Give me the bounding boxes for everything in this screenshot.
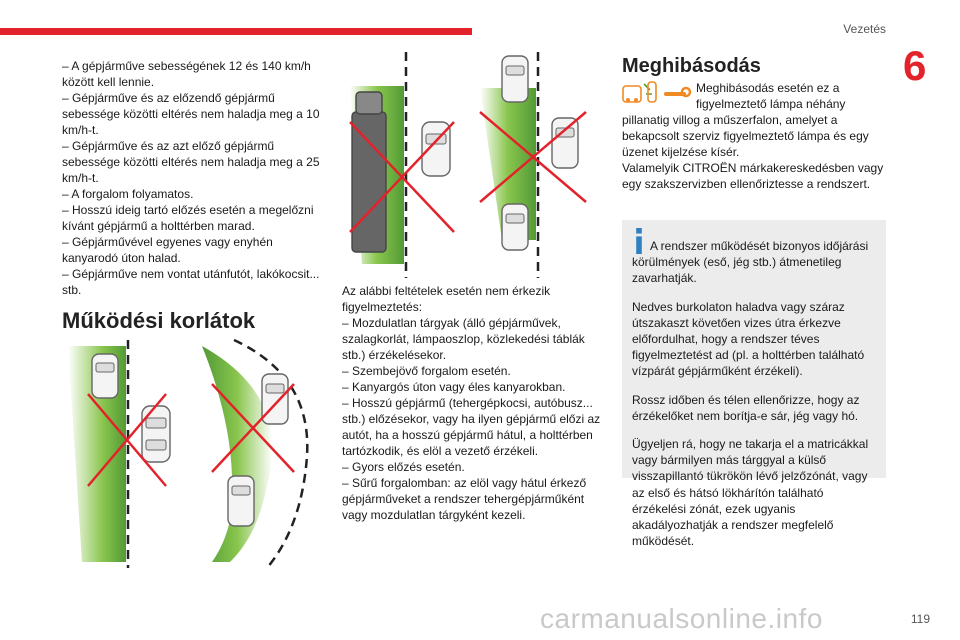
dense-traffic-scenario xyxy=(479,52,587,278)
limits-illustration-right xyxy=(349,52,587,278)
chapter-number: 6 xyxy=(903,42,927,89)
cross-icon xyxy=(349,121,455,233)
note-body: Nedves burkolaton haladva vagy száraz út… xyxy=(632,299,865,379)
cross-icon xyxy=(87,393,167,487)
list-item: – Szembejövő forgalom esetén. xyxy=(342,364,511,378)
list-item: – A forgalom folyamatos. xyxy=(62,187,194,201)
list-intro: Az alábbi feltételek esetén nem érkezik … xyxy=(342,284,551,314)
truck-scenario xyxy=(349,52,455,278)
note-first: A rendszer működését bizonyos időjárási … xyxy=(632,239,869,286)
page-number: 119 xyxy=(910,612,930,626)
note-body: Rossz időben és télen ellenőrizze, hogy … xyxy=(632,392,860,423)
list-item: – Sűrű forgalomban: az elöl vagy hátul é… xyxy=(342,476,587,522)
fault-heading: Meghibásodás xyxy=(622,55,761,77)
car-icon xyxy=(551,117,579,169)
conditions-list: – A gépjárműve sebességének 12 és 140 km… xyxy=(62,58,324,298)
list-item: – Kanyargós úton vagy éles kanyarokban. xyxy=(342,380,566,394)
car-icon xyxy=(91,353,119,399)
list-item: – Gépjárműve és az előzendő gépjármű seb… xyxy=(62,91,320,137)
list-item: – Hosszú gépjármű (tehergépkocsi, autóbu… xyxy=(342,396,601,458)
list-item: – Gyors előzés esetén. xyxy=(342,460,465,474)
cross-icon xyxy=(211,383,295,473)
section-name: Vezetés xyxy=(843,22,886,36)
fault-text: pillanatig villog a műszerfalon, amelyet… xyxy=(622,113,869,159)
info-note: A rendszer működését bizonyos időjárási … xyxy=(622,220,886,548)
straight-road-scenario xyxy=(68,340,171,568)
list-item: – Gépjárművével egyenes vagy enyhén kany… xyxy=(62,235,273,265)
car-icon xyxy=(261,373,289,425)
list-item: – A gépjárműve sebességének 12 és 140 km… xyxy=(62,59,311,89)
cross-icon xyxy=(479,111,587,203)
list-item: – Hosszú ideig tartó előzés esetén a meg… xyxy=(62,203,314,233)
fault-section: Meghibásodás Meghibásodás esetén ez a fi… xyxy=(622,55,890,192)
fault-lead: Meghibásodás esetén ez a figyelmeztető l… xyxy=(696,81,846,111)
truck-icon xyxy=(351,91,387,253)
car-icon xyxy=(227,475,255,527)
warning-lamps xyxy=(622,81,692,103)
sharp-curve-scenario xyxy=(202,338,309,569)
top-accent-bar xyxy=(0,28,472,35)
note-body: Ügyeljen rá, hogy ne takarja el a matric… xyxy=(632,437,869,549)
list-item: – Gépjárműve és az azt előző gépjármű se… xyxy=(62,139,320,185)
car-icon xyxy=(501,55,529,103)
list-item: – Mozdulatlan tárgyak (álló gépjárművek,… xyxy=(342,316,585,362)
dealer-text: Valamelyik CITROËN márkakereskedésben va… xyxy=(622,161,884,191)
list-item: – Gépjárműve nem vontat utánfutót, lakók… xyxy=(62,267,320,297)
car-icon xyxy=(421,121,451,177)
car-icon xyxy=(501,203,529,251)
watermark: carmanualsonline.info xyxy=(540,603,823,634)
limits-heading: Működési korlátok xyxy=(62,308,256,333)
service-wrench-icon xyxy=(664,86,692,98)
car-icon xyxy=(141,405,171,463)
fault-row: Meghibásodás esetén ez a figyelmeztető l… xyxy=(622,80,890,112)
info-icon xyxy=(636,228,642,254)
limits-illustration-left xyxy=(68,338,309,569)
no-warning-list: Az alábbi feltételek esetén nem érkezik … xyxy=(342,283,604,523)
blind-spot-warning-icon xyxy=(622,81,657,103)
